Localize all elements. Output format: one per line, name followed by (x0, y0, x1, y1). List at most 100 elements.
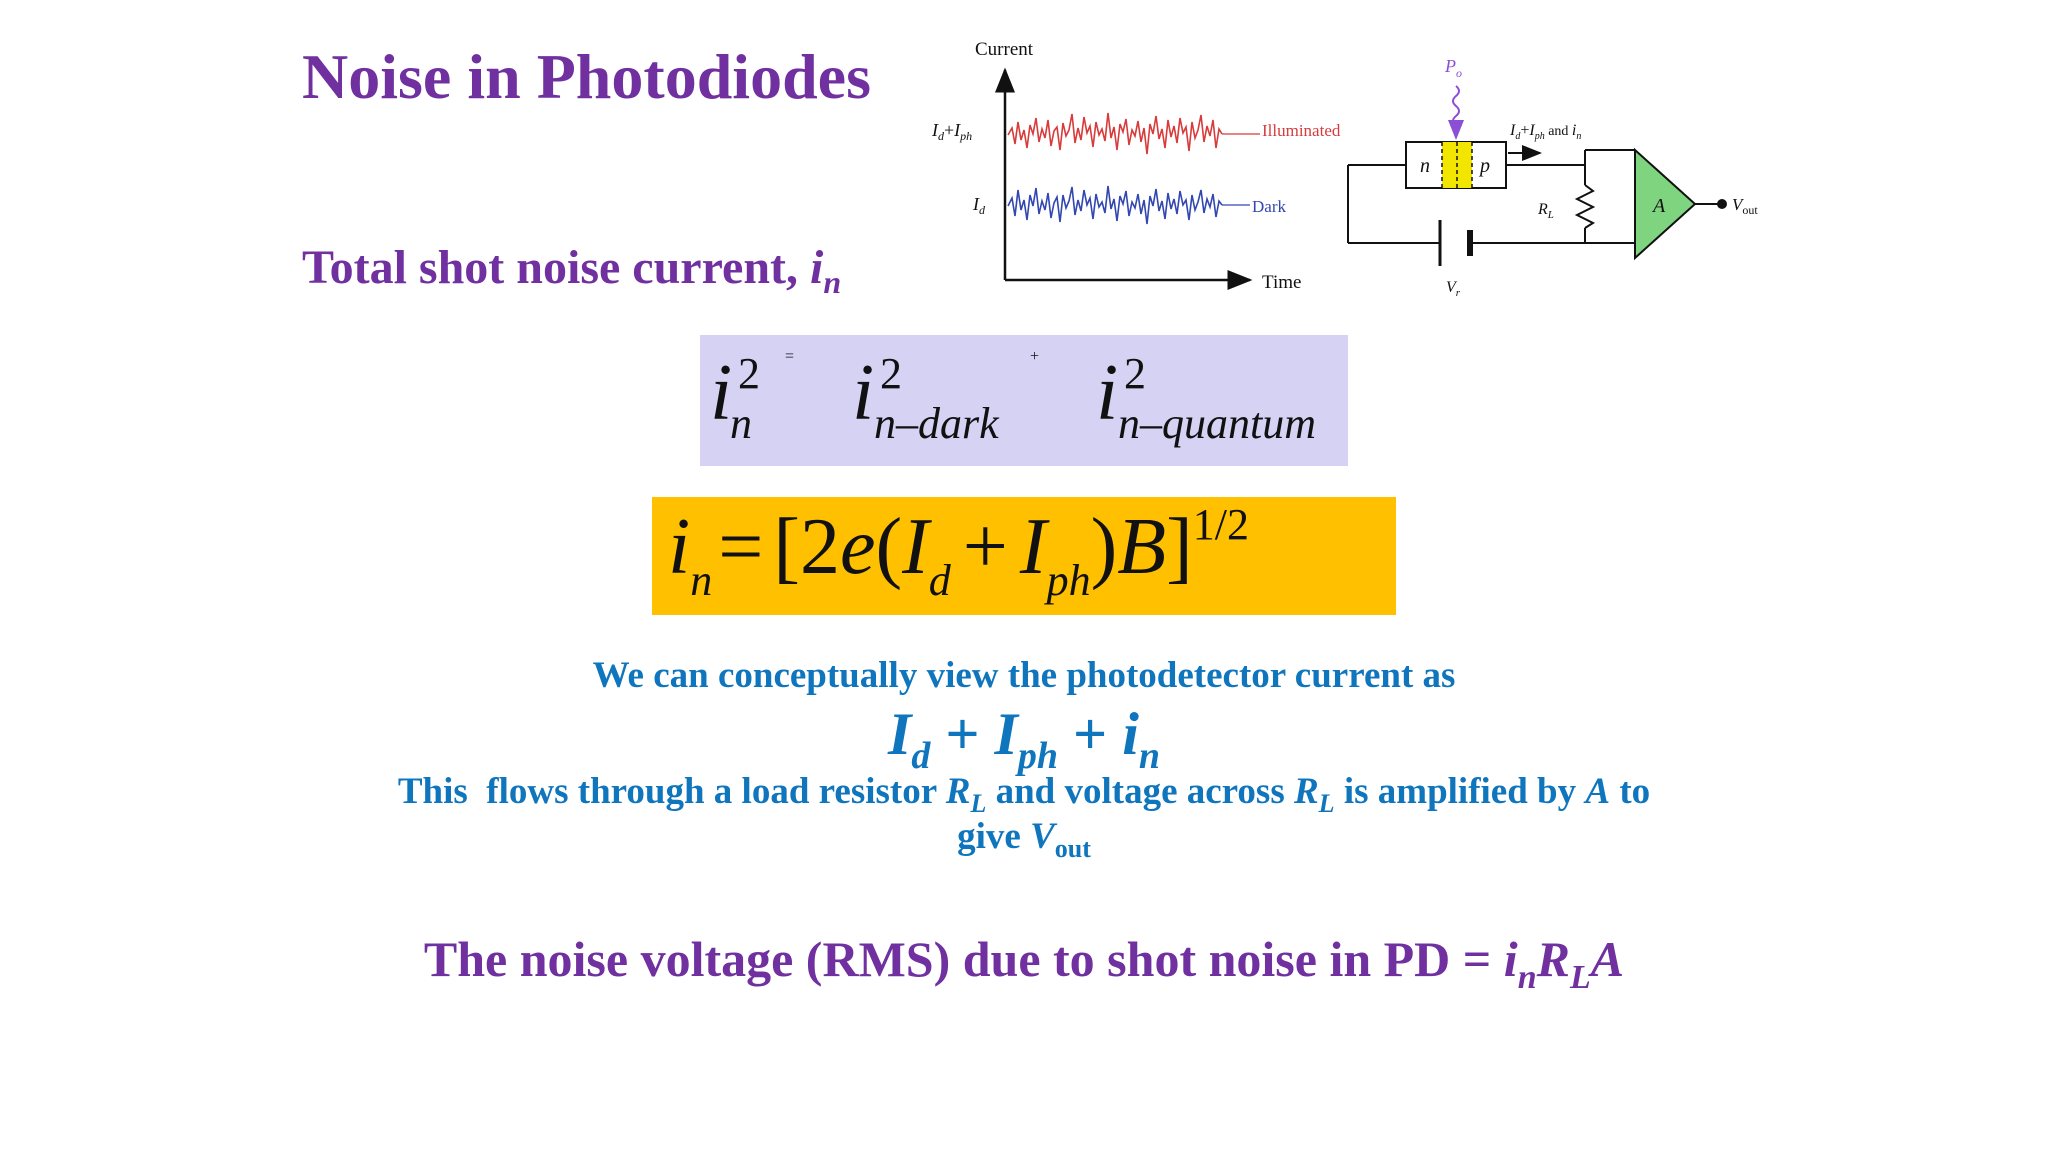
dark-label: Dark (1252, 197, 1286, 216)
illuminated-label: Illuminated (1262, 121, 1341, 140)
eq2-paren-open: ( (875, 503, 903, 591)
current-label-plus: + (1520, 122, 1529, 139)
x-axis-label: Time (1262, 272, 1301, 293)
level-bottom-label: Id (972, 194, 986, 217)
shot-noise-symbol-sub: n (823, 264, 842, 300)
resistor-label: RL (1537, 201, 1554, 221)
eq2-e: e (840, 503, 876, 591)
expr-plus-2: + (1058, 701, 1123, 767)
line2-part-a: This flows through a load resistor (397, 771, 946, 812)
eq2-open: [2 (773, 503, 840, 591)
light-wave-icon (1452, 85, 1460, 127)
expr-iph: I (994, 701, 1018, 767)
eq1-quantum-sup: 2 (1124, 349, 1146, 398)
amplifier-label: A (1651, 195, 1666, 217)
y-axis-label: Current (975, 39, 1034, 60)
line2-r1-sub: L (970, 789, 987, 818)
level-top-label: Id+Iph (931, 120, 972, 143)
p-region-label: p (1478, 155, 1490, 177)
eq2-equals: = (718, 503, 764, 591)
current-expression: Id + Iph + in (0, 700, 2048, 777)
expr-plus-1: + (930, 701, 995, 767)
eq1-quantum-sub: n–quantum (1118, 399, 1316, 448)
battery-label: Vr (1446, 279, 1461, 299)
illuminated-trace (1007, 112, 1223, 155)
eq1-lhs-sub: n (730, 399, 752, 448)
eq1-dark-sup: 2 (880, 349, 902, 398)
eq2-iph-base: I (1019, 503, 1047, 591)
eq2-iph-sub: ph (1046, 556, 1091, 605)
eq1-term-quantum: i 2 n–quantum (1094, 348, 1344, 458)
eq2-exponent: 1/2 (1192, 500, 1249, 549)
shot-noise-label: Total shot noise current, in (302, 240, 841, 300)
current-label-i: I (1509, 122, 1516, 139)
eq1-lhs-sup: 2 (738, 349, 760, 398)
current-label-n: n (1576, 131, 1581, 142)
equation-1-box (700, 335, 1348, 466)
level-top-sub-d: d (938, 129, 945, 143)
battery-label-r: r (1456, 287, 1461, 299)
noise-voltage-text: The noise voltage (RMS) due to shot nois… (423, 931, 1504, 987)
eq1-plus: + (1030, 348, 1040, 365)
eq2-id-sub: d (928, 556, 951, 605)
eq2-lhs-base: i (668, 503, 691, 591)
noise-voltage-a: A (1590, 931, 1625, 987)
eq1-dark-base: i (852, 349, 875, 437)
line3-v: V (1030, 816, 1055, 857)
line2-amp: A (1585, 771, 1611, 812)
level-bottom-i: I (972, 194, 980, 214)
photodiode-circuit: Po n p Id+Iph and in Vr RL A Vout (1347, 56, 1758, 299)
line2-part-b: and voltage across (986, 771, 1294, 812)
light-label: Po (1444, 56, 1462, 80)
noise-voltage-r-sub: L (1569, 959, 1591, 996)
eq1-equals: = (785, 348, 795, 365)
resistor-icon (1574, 184, 1596, 229)
current-label: Id+Iph and in (1509, 122, 1581, 142)
expr-id-sub: d (911, 735, 931, 777)
explanation-line-3: give Vout (0, 815, 2048, 863)
eq2-paren-close: ) (1090, 503, 1118, 591)
line2-part-d: to (1610, 771, 1651, 812)
dark-trace (1007, 185, 1223, 225)
current-label-in: i (1572, 122, 1576, 139)
current-label-i2: I (1528, 122, 1535, 139)
expr-id: I (887, 701, 912, 767)
noise-trace-figure: Current Time Id+Iph Id Illuminated Dark (931, 39, 1341, 293)
eq1-term-dark: i 2 n–dark (850, 348, 1010, 458)
vout-label-sub: out (1742, 203, 1758, 217)
noise-voltage-statement: The noise voltage (RMS) due to shot nois… (0, 930, 2048, 996)
eq2-b: B (1117, 503, 1167, 591)
level-top-i: I (931, 120, 939, 140)
expr-in: i (1122, 701, 1139, 767)
n-region-label: n (1420, 155, 1430, 177)
level-top-sub-ph: ph (959, 129, 972, 143)
line2-part-c: is amplified by (1334, 771, 1586, 812)
level-top-plus: + (944, 120, 954, 140)
eq2: in=[2e(Id+Iph)B]1/2 (668, 500, 1388, 612)
eq2-lhs-sub: n (690, 556, 713, 605)
vout-label: Vout (1732, 195, 1758, 217)
amplifier-icon (1634, 147, 1697, 261)
eq1-quantum-base: i (1096, 349, 1119, 437)
line2-r2: R (1293, 771, 1319, 812)
current-label-d: d (1515, 131, 1521, 142)
level-bottom-sub: d (979, 203, 986, 217)
line3-part-a: give (957, 816, 1031, 857)
shot-noise-label-text: Total shot noise current, (302, 241, 811, 294)
noise-voltage-i: i (1503, 931, 1518, 987)
current-label-and: and (1545, 124, 1572, 139)
slide-title: Noise in Photodiodes (302, 41, 871, 112)
eq2-id-base: I (902, 503, 929, 591)
light-label-p: P (1444, 56, 1456, 76)
eq2-close: ] (1166, 503, 1193, 591)
noise-voltage-r: R (1536, 931, 1570, 987)
eq1-lhs-base: i (710, 349, 733, 437)
resistor-label-l: L (1547, 209, 1554, 221)
eq1-lhs: i 2 n (708, 348, 778, 458)
current-label-ph: ph (1534, 131, 1545, 142)
light-label-sub: o (1456, 66, 1462, 80)
eq2-plus: + (962, 503, 1008, 591)
output-terminal (1717, 199, 1727, 209)
expr-in-sub: n (1138, 735, 1161, 777)
noise-voltage-i-sub: n (1517, 959, 1537, 996)
